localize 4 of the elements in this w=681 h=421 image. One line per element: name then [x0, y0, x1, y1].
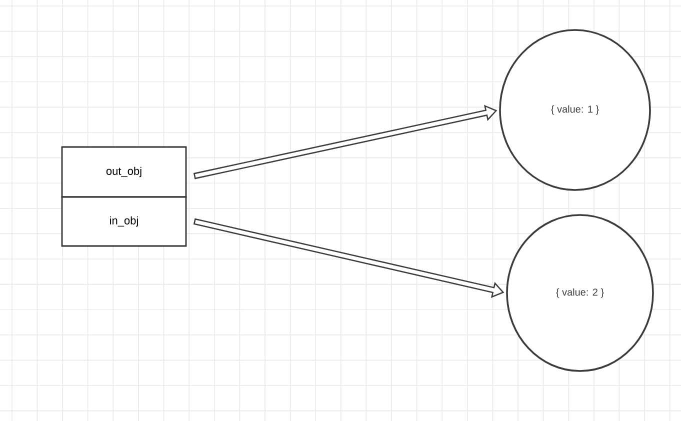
arrow: [193, 218, 504, 298]
object-box: in_obj: [61, 196, 187, 247]
object-box: out_obj: [61, 146, 187, 198]
arrow: [193, 104, 498, 180]
